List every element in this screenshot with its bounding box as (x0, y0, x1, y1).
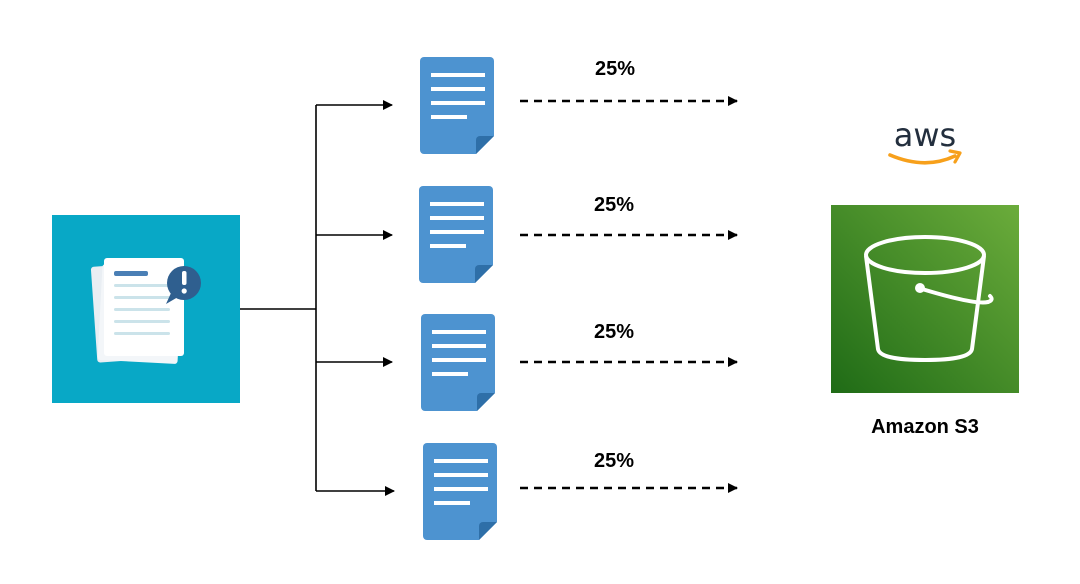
chunk-3: 25% (421, 314, 738, 411)
chunk-4: 25% (423, 443, 738, 540)
chunk-percentage: 25% (594, 321, 634, 343)
s3-label: Amazon S3 (871, 416, 979, 438)
chunk-percentage: 25% (594, 194, 634, 216)
chunk-1: 25% (420, 57, 738, 154)
s3-bucket-icon (864, 235, 994, 362)
chunk-percentage: 25% (595, 58, 635, 80)
aws-logo-text: aws (894, 116, 956, 154)
chunk-percentage: 25% (594, 450, 634, 472)
document-icon (419, 186, 493, 283)
aws-smile-icon (888, 153, 957, 165)
document-icon (423, 443, 497, 540)
document-icon (420, 57, 494, 154)
aws-logo: aws (888, 116, 962, 165)
chunk-2: 25% (419, 186, 738, 283)
document-alert-icon (90, 258, 201, 364)
source-tile (52, 215, 240, 403)
s3-destination: Amazon S3 (831, 205, 1019, 438)
splitter-connector (240, 100, 395, 496)
document-icon (421, 314, 495, 411)
